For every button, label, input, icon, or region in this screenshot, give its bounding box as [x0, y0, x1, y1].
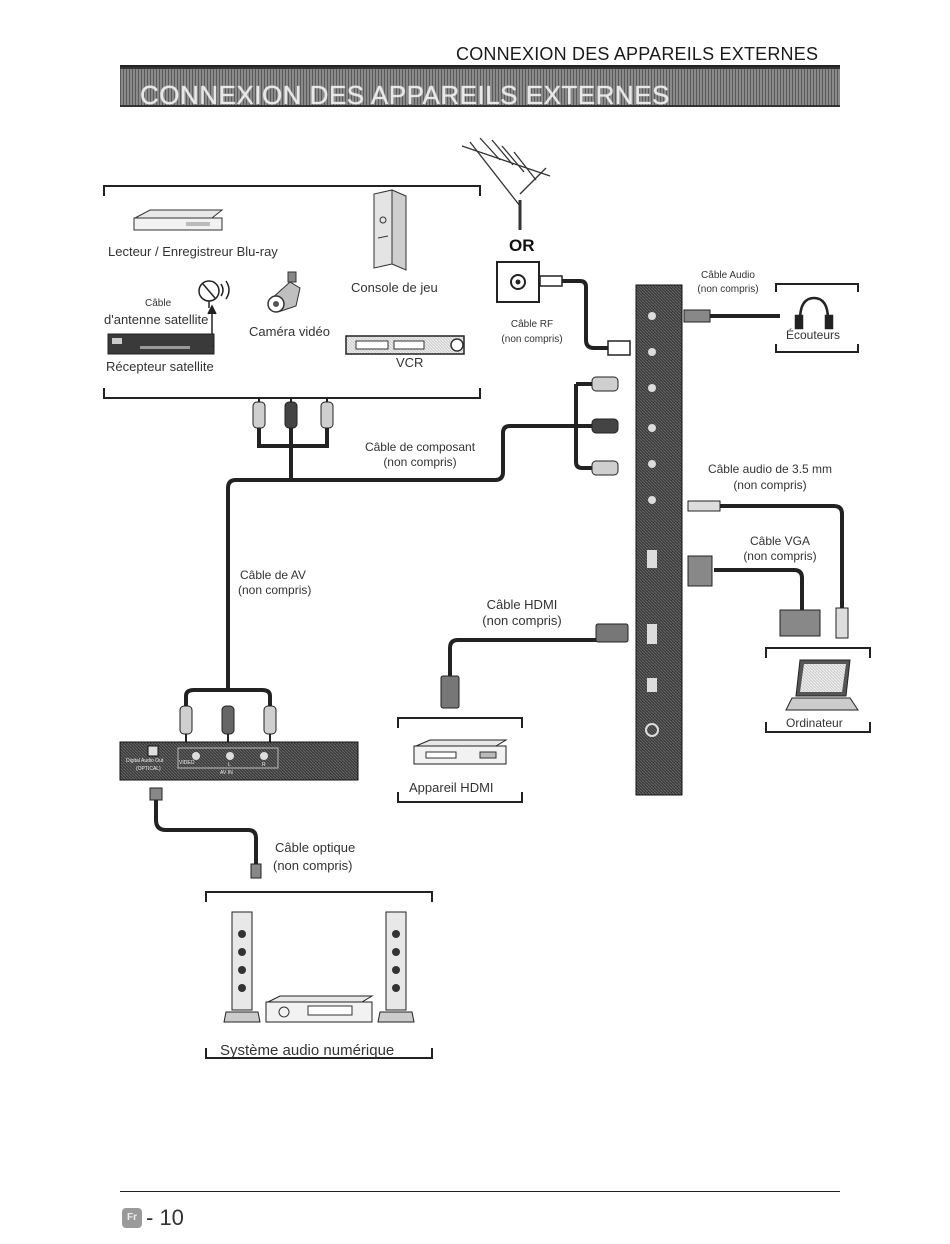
vcr-icon	[345, 335, 465, 355]
header-rule	[120, 65, 840, 67]
antenna-icon	[461, 137, 551, 230]
vcr-label: VCR	[396, 355, 424, 370]
hdmi-plug-device	[440, 675, 460, 709]
rf-cable-label: Câble RF	[510, 319, 554, 330]
game-console-icon	[373, 189, 407, 271]
audio-system-bracket	[205, 891, 433, 1059]
av-bottom-fan	[184, 688, 272, 708]
title-banner	[120, 67, 840, 107]
hdmi-device-icon	[413, 739, 508, 765]
satellite-receiver-icon	[107, 333, 215, 355]
video-port-label: VIDEO	[179, 760, 195, 766]
optical-plug-bottom	[250, 863, 262, 879]
rf-plug	[607, 340, 631, 356]
footer-rule	[120, 1191, 840, 1192]
av-top-cable	[257, 428, 329, 480]
component-plugs	[591, 376, 619, 476]
antenna-or-label: OR	[509, 236, 535, 255]
hdmi-device-bracket	[397, 717, 523, 803]
language-badge: Fr	[122, 1208, 142, 1228]
audio35-plug-pc	[835, 607, 849, 639]
optical-plug-top	[149, 787, 163, 801]
laptop-icon	[785, 659, 859, 711]
hdmi-plug-tv	[595, 623, 629, 643]
optical-port-label: (OPTICAL)	[136, 766, 161, 772]
bluray-label: Lecteur / Enregistreur Blu-ray	[108, 244, 278, 259]
satellite-cable-label: Câble	[145, 298, 172, 309]
tv-side-panel	[635, 284, 683, 796]
av-cable-label: Câble de AV	[240, 568, 306, 582]
hdmi-cable-label: Câble HDMI	[486, 597, 558, 612]
audio35-cable-note: (non compris)	[733, 478, 807, 492]
vga-cable-note: (non compris)	[743, 549, 817, 563]
computer-bracket	[765, 647, 871, 733]
component-cable	[291, 424, 596, 482]
rf-cable-note: (non compris)	[501, 334, 563, 345]
hdmi-cable-note: (non compris)	[482, 613, 562, 628]
audio-receiver-icon	[265, 995, 374, 1023]
page-footer: Fr - 10	[122, 1205, 184, 1231]
vga-plug-pc	[779, 609, 821, 637]
r-port-label: R	[262, 762, 266, 768]
console-label: Console de jeu	[351, 280, 438, 295]
rf-outlet-icon	[496, 261, 563, 303]
left-speaker-icon	[223, 911, 261, 1023]
headphones-icon	[794, 296, 834, 330]
component-cable-label: Câble de composant	[364, 440, 476, 454]
tv-side-ports	[645, 312, 659, 737]
audio-cable-label: Câble Audio	[701, 270, 755, 281]
page-number: - 10	[146, 1205, 184, 1230]
audio35-cable-label: Câble audio de 3.5 mm	[707, 462, 833, 476]
l-port-label: L	[228, 762, 231, 768]
av-in-label: AV IN	[220, 770, 233, 776]
hdmi-device-label: Appareil HDMI	[409, 780, 494, 795]
satellite-receiver-label: Récepteur satellite	[106, 359, 214, 374]
vga-cable-label: Câble VGA	[749, 534, 811, 548]
headphones-label: Écouteurs	[786, 328, 841, 342]
right-speaker-icon	[377, 911, 415, 1023]
camera-label: Caméra vidéo	[249, 324, 330, 339]
audio-cable-note: (non compris)	[697, 284, 759, 295]
computer-label: Ordinateur	[786, 716, 843, 730]
vga-plug-tv	[687, 555, 713, 587]
headphone-plug	[683, 309, 711, 323]
digital-audio-out-label: Digital Audio Out	[126, 758, 164, 764]
av-top-plugs	[252, 398, 334, 429]
vga-cable	[714, 568, 804, 610]
running-header: CONNEXION DES APPAREILS EXTERNES	[456, 44, 819, 64]
component-cable-note: (non compris)	[383, 455, 457, 469]
rf-cable	[562, 279, 610, 350]
hdmi-cable	[448, 638, 600, 678]
video-camera-icon	[267, 271, 301, 313]
av-cable	[226, 478, 291, 690]
satellite-antenna-label: d'antenne satellite	[104, 312, 209, 327]
audio35-cable	[720, 504, 844, 610]
optical-cable-note: (non compris)	[273, 858, 353, 873]
page-title: CONNEXION DES APPAREILS EXTERNES	[140, 80, 670, 110]
bluray-player-icon	[133, 209, 224, 231]
audio35-plug-tv	[687, 500, 721, 512]
av-cable-note: (non compris)	[238, 583, 312, 597]
optical-cable-label: Câble optique	[275, 840, 356, 855]
optical-cable	[154, 796, 258, 870]
av-bottom-plugs	[179, 705, 277, 742]
satellite-dish-icon	[198, 280, 230, 348]
audio-system-label: Système audio numérique	[220, 1042, 395, 1059]
headphones-bracket	[775, 283, 859, 353]
